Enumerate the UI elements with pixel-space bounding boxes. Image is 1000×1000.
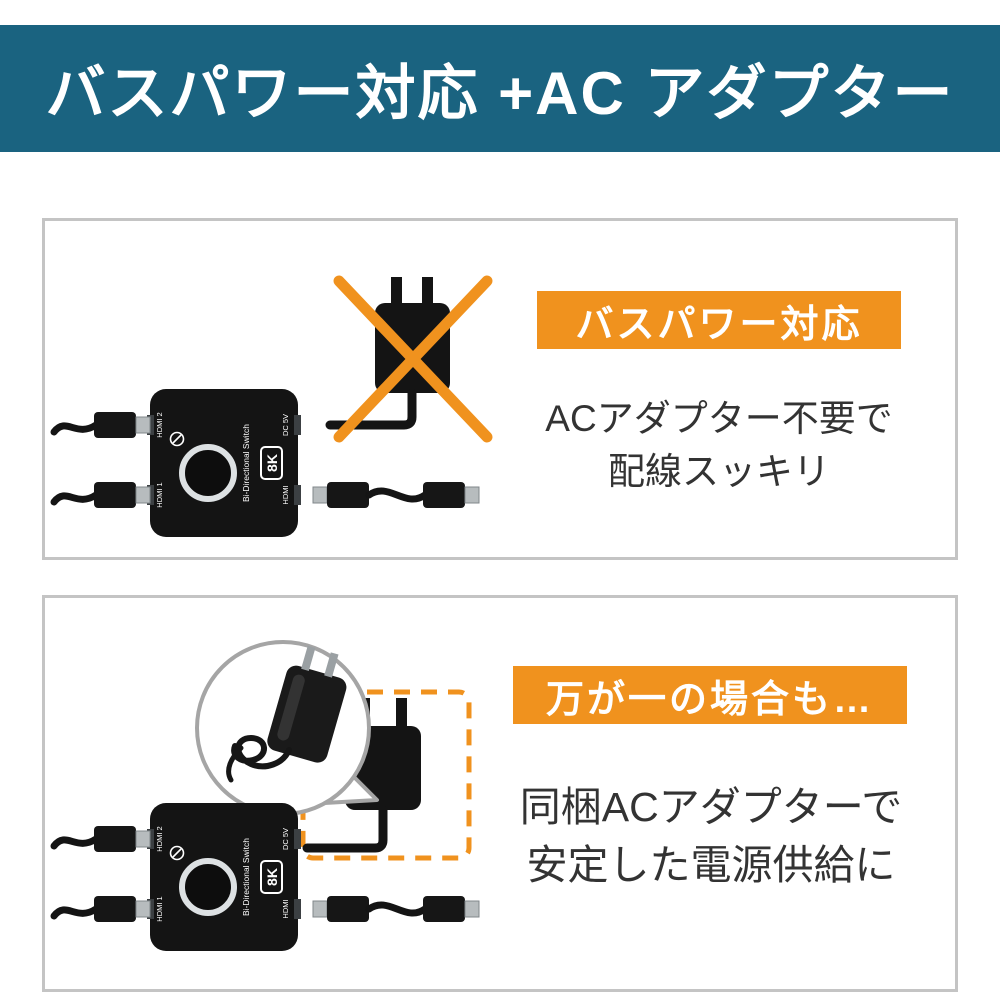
hdmi-plug-left-top (50, 412, 151, 438)
cord-tail (226, 745, 244, 783)
panel-ac-adapter: Bi-Directional Switch 8K HDMI 2 HDMI 1 D… (42, 595, 958, 992)
port-label-dc5v: DC 5V (281, 414, 290, 436)
badge-8k: 8K (260, 860, 283, 894)
badge-8k-text: 8K (264, 454, 280, 472)
caption-line: 安定した電源供給に (526, 842, 896, 889)
bus-power-illustration: Bi-Directional Switch 8K HDMI 2 HDMI 1 D… (50, 275, 493, 537)
ac-adapter-crossed (325, 275, 493, 443)
caption-line: ACアダプター不要で (545, 398, 893, 439)
port-label-hdmi1: HDMI 1 (155, 896, 164, 921)
ac-adapter-photo (226, 645, 347, 783)
hdmi-cable-right (312, 482, 480, 508)
hdmi-cable-right (312, 896, 480, 922)
hdmi-plug-left-bottom (50, 482, 151, 508)
bus-power-caption: ACアダプター不要で 配線スッキリ (493, 393, 945, 498)
hdmi-plug-left-top (50, 826, 151, 852)
port-label-hdmi: HDMI (281, 899, 290, 918)
device-label-bidirectional: Bi-Directional Switch (241, 838, 251, 916)
port-label-hdmi1: HDMI 1 (155, 482, 164, 507)
selector-button (179, 444, 237, 502)
header-banner: バスパワー対応 +AC アダプター (0, 25, 1000, 152)
ac-adapter-photo-callout (195, 640, 379, 816)
panel-bus-power: Bi-Directional Switch 8K HDMI 2 HDMI 1 D… (42, 218, 958, 560)
hdmi-plug-left-bottom (50, 896, 151, 922)
hdmi-switch-device: Bi-Directional Switch 8K HDMI 2 HDMI 1 D… (147, 389, 301, 537)
port-label-dc5v: DC 5V (281, 828, 290, 850)
ac-adapter-illustration: Bi-Directional Switch 8K HDMI 2 HDMI 1 D… (50, 640, 480, 951)
coiled-cord (231, 734, 292, 770)
page-title: バスパワー対応 +AC アダプター (45, 60, 955, 127)
bus-power-badge: バスパワー対応 (537, 291, 901, 349)
adapter-cord (325, 388, 417, 430)
adapter-cord (302, 805, 388, 853)
selector-button (179, 858, 237, 916)
ratoc-logo-icon (169, 431, 185, 447)
cross-icon (333, 275, 493, 443)
backup-adapter-badge: 万が一の場合も… (513, 666, 907, 724)
port-label-hdmi2: HDMI 2 (155, 826, 164, 851)
badge-8k-text: 8K (264, 868, 280, 886)
backup-adapter-caption: 同梱ACアダプターで 安定した電源供給に (483, 778, 939, 894)
caption-line: 配線スッキリ (608, 450, 830, 492)
badge-8k: 8K (260, 446, 283, 480)
ratoc-logo-icon (169, 845, 185, 861)
hdmi-switch-device: Bi-Directional Switch 8K HDMI 2 HDMI 1 D… (147, 803, 301, 951)
port-label-hdmi2: HDMI 2 (155, 412, 164, 437)
device-label-bidirectional: Bi-Directional Switch (241, 424, 251, 502)
port-label-hdmi: HDMI (281, 485, 290, 504)
caption-line: 同梱ACアダプターで (519, 784, 903, 830)
